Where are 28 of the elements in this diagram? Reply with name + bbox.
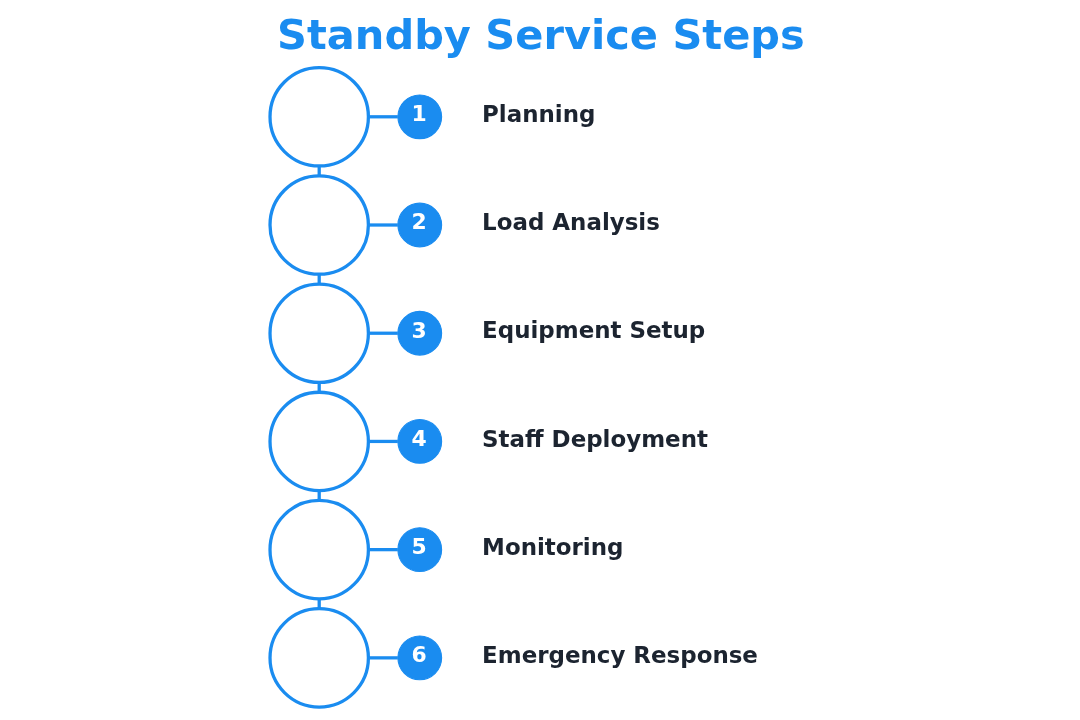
node-circle (268, 498, 371, 601)
node-label: Emergency Response (482, 642, 758, 669)
connector (317, 166, 321, 176)
connector (368, 223, 398, 227)
connector (368, 115, 398, 119)
connector (317, 274, 321, 284)
node-circle (268, 174, 371, 276)
connector (368, 439, 398, 444)
node-circle: 2 (397, 202, 443, 248)
node-label: Staff Deployment (482, 425, 708, 452)
node-label: Equipment Setup (482, 317, 706, 344)
diagram-title: Standby Service Steps (277, 10, 805, 60)
node-circle (268, 282, 371, 385)
node-label: Load Analysis (482, 209, 660, 236)
node-circle (268, 607, 371, 709)
node-circle: 6 (397, 635, 443, 681)
node-circle: 4 (397, 419, 443, 464)
node-circle: 1 (397, 94, 443, 140)
node-circle (268, 65, 371, 168)
connector (368, 656, 398, 660)
node-circle: 3 (397, 310, 443, 356)
connector (368, 548, 398, 552)
node-label: Monitoring (482, 533, 624, 560)
connector (317, 599, 321, 609)
node-circle: 5 (397, 527, 443, 573)
connector (368, 331, 398, 335)
node-circle (268, 390, 371, 493)
node-label: Planning (482, 101, 596, 128)
